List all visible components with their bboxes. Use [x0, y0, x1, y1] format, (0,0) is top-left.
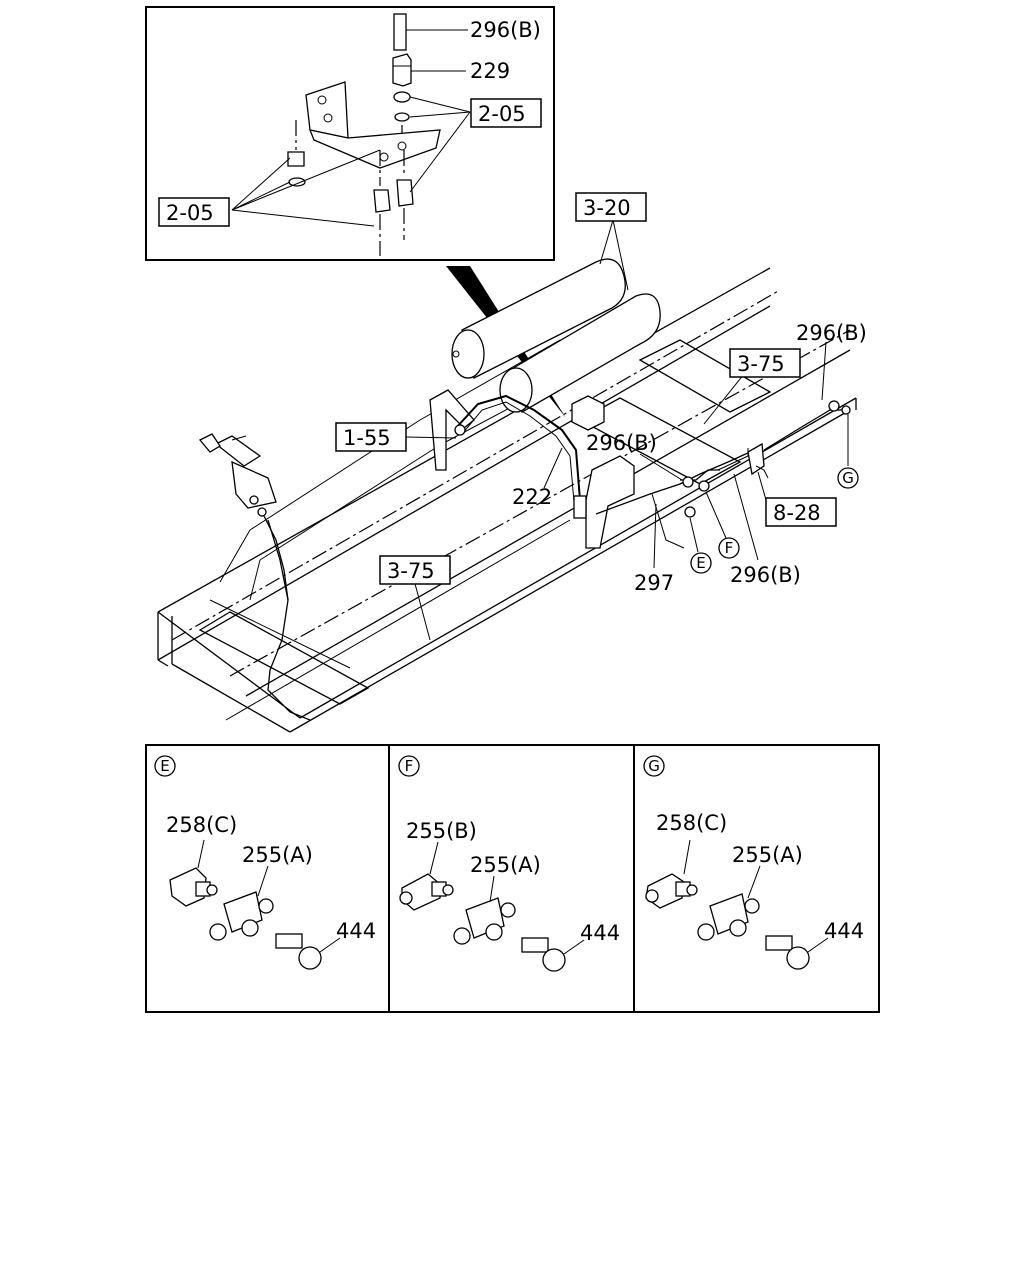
ref-2-05-right: 2-05 [478, 102, 526, 126]
panel-f-label-bolt: 444 [580, 921, 620, 945]
callout-229: 229 [470, 59, 510, 83]
panel-g-label-bolt: 444 [824, 919, 864, 943]
callout-296b-lower: 296(B) [730, 563, 801, 587]
leaders-2-05-right [409, 96, 471, 193]
banjo-bolt-part [765, 935, 810, 970]
panel-e-label-fitting: 258(C) [166, 813, 237, 837]
hose-296b-part [393, 13, 468, 51]
connector-assembly-left [198, 433, 289, 601]
detail-panels-frame [145, 744, 880, 1013]
svg-text:E: E [160, 757, 169, 775]
detail-panels: E 258(C) 255(A) [145, 744, 880, 1013]
tank-brackets [429, 389, 635, 549]
ref-2-05-left: 2-05 [166, 201, 214, 225]
hose-3-75-lower [225, 519, 571, 721]
svg-text:G: G [842, 469, 854, 487]
detail-panel-e: E 258(C) 255(A) [154, 755, 376, 970]
chassis-frame [157, 267, 857, 733]
panel-f-label-fitting: 255(B) [406, 819, 477, 843]
inset-bracket-view: 296(B) 229 2-05 2-05 [145, 6, 555, 261]
banjo-bolt-part [275, 933, 322, 970]
tee-fitting-part [453, 897, 516, 945]
main-leaders [405, 219, 827, 641]
ref-box-8-28 [765, 497, 837, 527]
panel-g-marker: G [643, 755, 665, 777]
hose-297-junction [595, 448, 751, 549]
ref-box-3-20 [575, 192, 647, 222]
tee-fitting-part [209, 891, 274, 941]
panel-e-label-tee: 255(A) [242, 843, 313, 867]
straight-fitting-part [399, 873, 454, 911]
tee-fitting-part [697, 893, 760, 941]
callout-297: 297 [634, 571, 674, 595]
svg-text:F: F [405, 757, 414, 775]
bracket-plate-part [305, 81, 441, 169]
panel-e-marker: E [154, 755, 176, 777]
connector-229-part [392, 53, 466, 87]
elbow-fitting-part [645, 873, 698, 909]
pipe-222 [454, 394, 587, 519]
ref-box-2-05-right [470, 98, 542, 128]
leaders-2-05-left [231, 149, 381, 227]
ref-box-2-05-left [158, 197, 230, 227]
ref-box-3-75-lower [379, 555, 451, 585]
detail-panel-g: G 258(C) [643, 755, 864, 970]
callout-222: 222 [512, 485, 552, 509]
marker-e: E [690, 552, 712, 574]
callout-296b-right: 296(B) [796, 321, 867, 345]
elbow-fitting-part [169, 867, 218, 907]
hose-296b-right [763, 400, 851, 466]
ref-3-20: 3-20 [583, 196, 631, 220]
panel-g-label-tee: 255(A) [732, 843, 803, 867]
lower-fittings [373, 150, 414, 256]
ref-3-75-upper: 3-75 [737, 352, 785, 376]
main-chassis-view: 3-20 3-75 296(B) 1-55 296(B) 222 8-28 3-… [157, 192, 867, 733]
panel-f-label-tee: 255(A) [470, 853, 541, 877]
inset-frame [145, 6, 555, 261]
svg-text:G: G [648, 757, 660, 775]
left-bolt-stack [287, 120, 306, 187]
ref-box-3-75-upper [729, 348, 801, 378]
callout-296b-middle: 296(B) [586, 431, 657, 455]
svg-text:F: F [725, 539, 734, 557]
panel-g-label-fitting: 258(C) [656, 811, 727, 835]
ref-1-55: 1-55 [343, 426, 391, 450]
banjo-bolt-part [521, 937, 566, 972]
air-tanks [451, 258, 661, 413]
svg-text:E: E [696, 554, 705, 572]
marker-g: G [837, 467, 859, 489]
detail-panel-f: F 255(B) [398, 755, 620, 972]
ref-box-1-55 [335, 422, 407, 452]
ref-8-28: 8-28 [773, 501, 821, 525]
marker-f: F [718, 537, 740, 559]
panel-f-marker: F [398, 755, 420, 777]
bracket-8-28 [747, 442, 769, 479]
callout-296b-inset: 296(B) [470, 18, 541, 42]
panel-e-label-bolt: 444 [336, 919, 376, 943]
ref-3-75-lower: 3-75 [387, 559, 435, 583]
